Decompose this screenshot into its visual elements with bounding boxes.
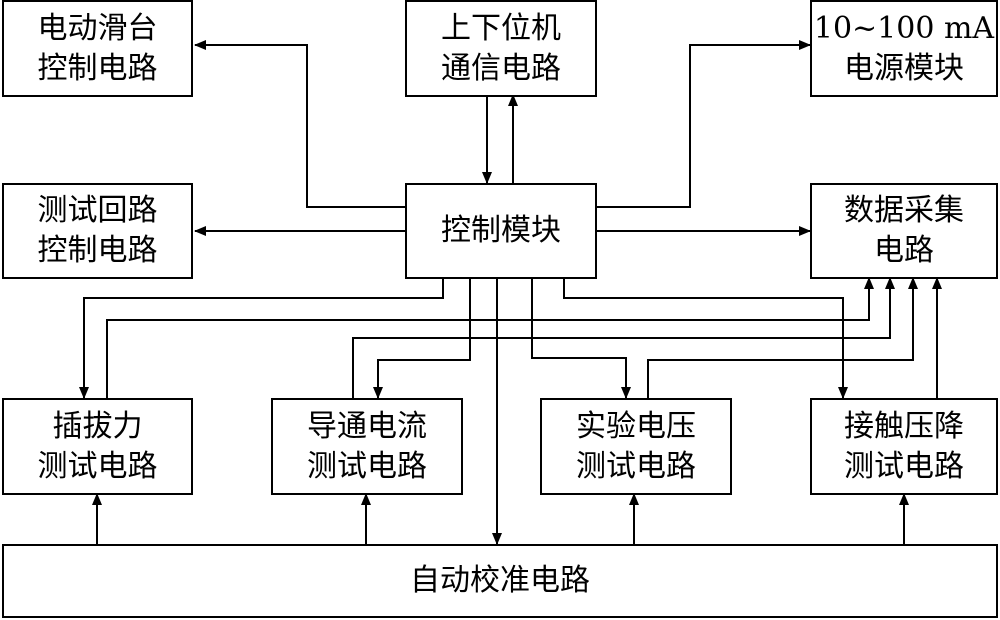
arrow-control-to-slide bbox=[194, 40, 405, 208]
slide-control-line2: 控制电路 bbox=[37, 50, 158, 86]
host-comm-circuit-box: 上下位机 通信电路 bbox=[405, 0, 597, 97]
conduction-current-line1: 导通电流 bbox=[307, 408, 427, 444]
power-module-box: 10~100 mA 电源模块 bbox=[810, 0, 998, 97]
loop-control-line2: 控制电路 bbox=[37, 233, 158, 268]
host-comm-line1: 上下位机 bbox=[441, 10, 561, 46]
arrow-insert-to-daq bbox=[106, 277, 874, 398]
arrow-control-to-power bbox=[597, 40, 811, 208]
contact-drop-line2: 测试电路 bbox=[844, 448, 964, 484]
insertion-force-line2: 测试电路 bbox=[37, 448, 158, 484]
arrow-voltage-to-daq bbox=[647, 277, 918, 398]
control-module-label: 控制模块 bbox=[441, 213, 561, 248]
arrow-control-to-insert bbox=[79, 278, 444, 399]
contact-drop-line1: 接触压降 bbox=[844, 408, 964, 444]
arrow-conduct-to-daq bbox=[352, 277, 895, 398]
loop-control-circuit-box: 测试回路 控制电路 bbox=[2, 183, 193, 279]
auto-calibration-label: 自动校准电路 bbox=[410, 563, 590, 598]
data-acquisition-line1: 数据采集 bbox=[844, 193, 964, 228]
test-voltage-line1: 实验电压 bbox=[576, 408, 696, 444]
insertion-force-line1: 插拔力 bbox=[52, 408, 143, 444]
data-acquisition-line2: 电路 bbox=[874, 233, 934, 268]
test-voltage-test-box: 实验电压 测试电路 bbox=[540, 398, 732, 495]
auto-calibration-circuit-box: 自动校准电路 bbox=[2, 544, 998, 618]
insertion-force-test-box: 插拔力 测试电路 bbox=[2, 398, 193, 495]
power-module-line2: 电源模块 bbox=[844, 50, 964, 86]
test-voltage-line2: 测试电路 bbox=[576, 448, 696, 484]
arrow-control-to-voltage bbox=[531, 278, 631, 399]
conduction-current-line2: 测试电路 bbox=[307, 448, 427, 484]
control-module-box: 控制模块 bbox=[405, 183, 597, 279]
slide-control-line1: 电动滑台 bbox=[37, 10, 158, 46]
slide-control-circuit-box: 电动滑台 控制电路 bbox=[2, 0, 193, 97]
data-acquisition-circuit-box: 数据采集 电路 bbox=[810, 183, 998, 279]
conduction-current-test-box: 导通电流 测试电路 bbox=[271, 398, 463, 495]
contact-drop-test-box: 接触压降 测试电路 bbox=[810, 398, 998, 495]
power-module-line1: 10~100 mA bbox=[813, 10, 995, 46]
arrow-control-to-contact bbox=[563, 278, 848, 399]
host-comm-line2: 通信电路 bbox=[441, 50, 561, 86]
loop-control-line1: 测试回路 bbox=[37, 193, 158, 228]
